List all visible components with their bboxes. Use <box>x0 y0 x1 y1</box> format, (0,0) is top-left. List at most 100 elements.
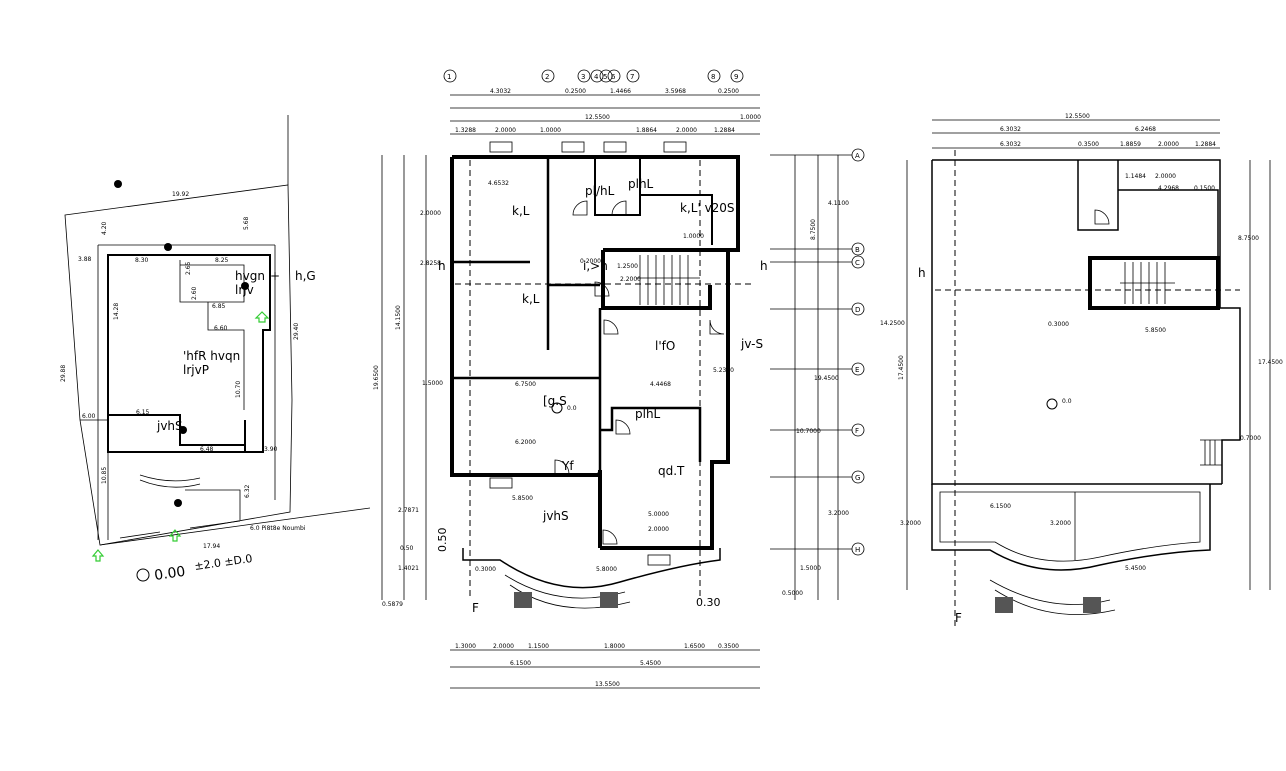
dim-text: 5.68 <box>243 216 250 230</box>
interior-wall <box>452 157 600 380</box>
side-steps <box>1200 439 1223 466</box>
room-label: h,G <box>295 269 316 283</box>
parapet-inner <box>939 491 1201 562</box>
inner-room <box>179 260 245 303</box>
dim-text: 1.2500 <box>617 263 638 270</box>
dim-text: 19.6500 <box>373 365 380 390</box>
grid-bubbles-top: 1 2 3 4 5 6 7 8 9 <box>443 69 744 83</box>
dim-text: 1.2884 <box>1195 141 1216 148</box>
dim-text: 3.2000 <box>1050 520 1071 527</box>
dim-text: 1.5000 <box>422 380 443 387</box>
grid-label: H <box>855 546 860 554</box>
dim-text: 8.30 <box>135 257 149 264</box>
dim-text: 0.3500 <box>718 643 739 650</box>
roof-outline <box>931 160 1222 485</box>
dim-text: 0.2500 <box>718 88 739 95</box>
dim-text: 2.0000 <box>1158 141 1179 148</box>
gate-1 <box>119 531 161 539</box>
dim-text: 6.1500 <box>510 660 531 667</box>
grid-label: B <box>855 246 860 254</box>
dim-text: 1.8000 <box>604 643 625 650</box>
dim-text: 5.4500 <box>640 660 661 667</box>
first-floor-plan: 12.5500 6.3032 6.2468 6.3032 0.3500 1.88… <box>880 113 1283 630</box>
entry-arrow-icon <box>254 311 270 323</box>
gate-wall <box>80 419 109 540</box>
grid-label: 8 <box>711 73 715 81</box>
dim-text: 19.92 <box>172 191 189 198</box>
room-label: [g.S <box>543 394 567 408</box>
section-marker: h <box>918 266 926 280</box>
porch-outline <box>462 548 721 589</box>
room-label: k,L <box>512 204 530 218</box>
dim-text: 1.3000 <box>455 643 476 650</box>
room-label: plhL <box>635 407 661 421</box>
dim-text: 6.1500 <box>990 503 1011 510</box>
dim-text: 0.1500 <box>1194 185 1215 192</box>
dim-text: 8.7500 <box>1238 235 1259 242</box>
dim-text: 3.5968 <box>665 88 686 95</box>
planter-icon <box>600 592 618 608</box>
dim-text: 2.0000 <box>493 643 514 650</box>
inner-room-2 <box>207 302 245 410</box>
dim-text: 1.0000 <box>683 233 704 240</box>
dim-text: 10.70 <box>235 381 242 398</box>
grid-label: 4 <box>594 73 599 81</box>
section-marker: F <box>472 601 479 615</box>
dim-text: 6.3032 <box>1000 141 1021 148</box>
dim-text: 6.2468 <box>1135 126 1156 133</box>
room-label: jvhS <box>542 509 569 523</box>
dim-text: 10.7000 <box>796 428 821 435</box>
grid-bubbles-right: A B C D E F G H <box>770 148 865 556</box>
dim-text: 12.5500 <box>585 114 610 121</box>
doors <box>554 200 725 545</box>
dim-text: 0.30 <box>696 596 721 609</box>
dim-text: 3.88 <box>78 256 92 263</box>
dim-text: 6.32 <box>244 484 251 498</box>
dim-text: 5.4500 <box>1125 565 1146 572</box>
level-marker-icon <box>174 499 182 507</box>
dim-text: 2.8258 <box>420 260 441 267</box>
plot-boundary <box>64 184 293 546</box>
dim-text: 6.3032 <box>1000 126 1021 133</box>
planter-icon <box>514 592 532 608</box>
dim-text: 0.50 <box>436 528 449 553</box>
level-marker-icon <box>114 180 122 188</box>
dim-text: 2.0000 <box>676 127 697 134</box>
dim-text: 2.0000 <box>648 526 669 533</box>
building-inner <box>107 255 245 446</box>
dim-text: 1.3288 <box>455 127 476 134</box>
level-label: 0.00 <box>153 564 186 584</box>
stair-room <box>1088 256 1220 310</box>
roof-outline <box>932 159 1241 484</box>
dim-text: 4.3032 <box>490 88 511 95</box>
dim-text: 0.2000 <box>580 258 601 265</box>
dim-text: 8.7500 <box>810 219 817 240</box>
dim-text: 2.0000 <box>1155 173 1176 180</box>
grid-label: 5 <box>603 73 607 81</box>
room-label: qd.T <box>658 464 685 478</box>
dim-text: 6.48 <box>200 446 214 453</box>
level-label: 0.0 <box>567 405 577 412</box>
room-label: plhL <box>628 177 654 191</box>
dim-text: 1.8864 <box>636 127 657 134</box>
dim-text: 1.5000 <box>800 565 821 572</box>
dim-text: 6.00 <box>82 413 96 420</box>
level-marker-icon <box>164 243 172 251</box>
dim-text: 5.8500 <box>1145 327 1166 334</box>
road-edge <box>99 507 371 546</box>
exterior-wall <box>452 155 740 550</box>
dim-text: 17.4500 <box>1258 359 1283 366</box>
staircase <box>1120 262 1175 304</box>
ground-floor-plan: 4.3032 0.2500 1.4466 3.5968 0.2500 12.55… <box>373 69 865 689</box>
dim-text: 1.8859 <box>1120 141 1141 148</box>
entrance-wall <box>185 489 241 520</box>
grid-label: E <box>855 366 859 374</box>
planter-icon <box>995 597 1013 613</box>
room-label: jvhS <box>156 419 183 433</box>
level-marker-icon <box>136 568 150 582</box>
dim-text: 0.5879 <box>382 601 403 608</box>
stair-wall <box>601 248 730 310</box>
level-marker-icon <box>1046 398 1058 410</box>
room-label: l'fO <box>655 339 675 353</box>
